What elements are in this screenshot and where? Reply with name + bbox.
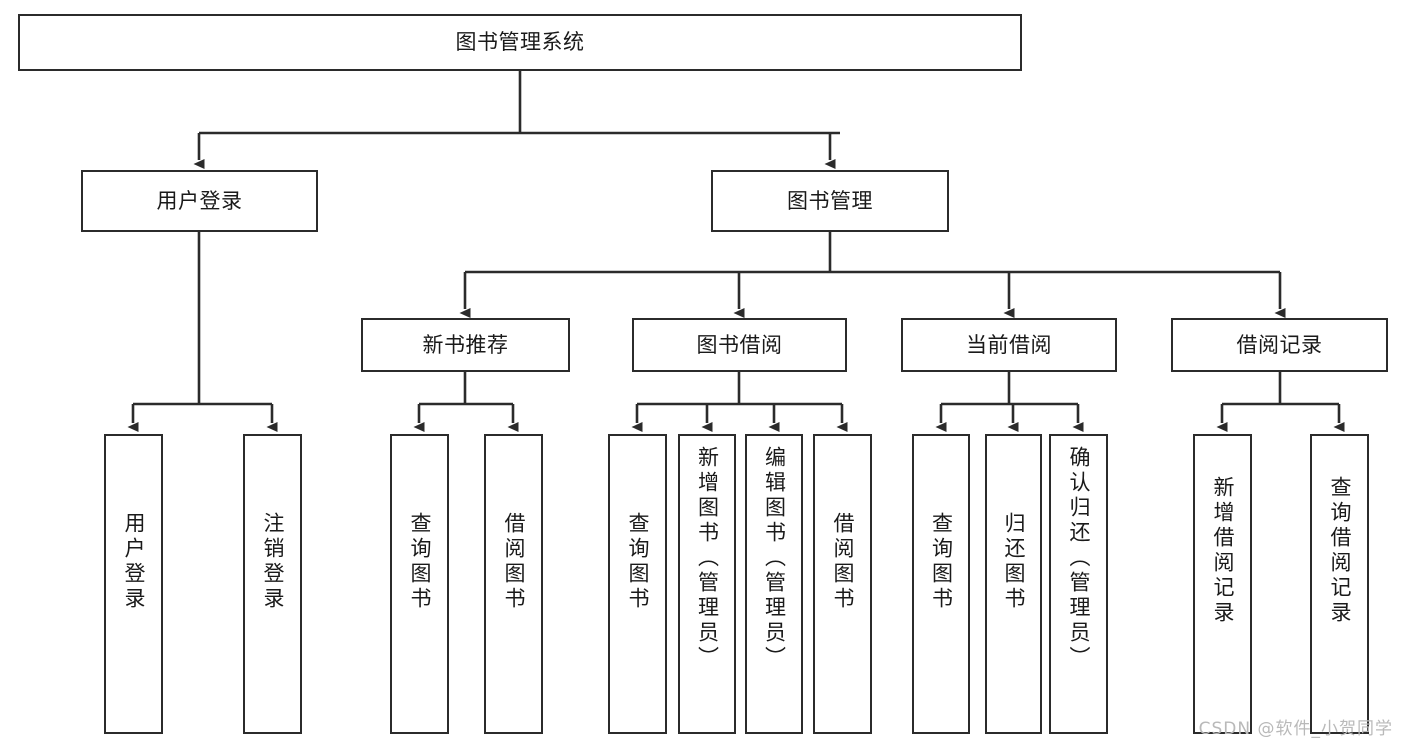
node-borrow-record-label: 借阅记录 [1236, 332, 1323, 357]
node-leaf-return-book[interactable]: 归还图书 [985, 434, 1042, 734]
node-borrow-record[interactable]: 借阅记录 [1171, 318, 1388, 372]
node-book-borrow-label: 图书借阅 [696, 332, 783, 357]
node-root-label: 图书管理系统 [455, 30, 585, 55]
node-leaf-add-record-label: 新增借阅记录 [1211, 476, 1235, 626]
node-leaf-borrow-book-1-label: 借阅图书 [502, 512, 526, 612]
node-leaf-edit-book-label: 编辑图书（管理员） [762, 446, 787, 671]
node-leaf-query-book-2[interactable]: 查询图书 [608, 434, 667, 734]
node-book-management[interactable]: 图书管理 [711, 170, 949, 232]
node-leaf-confirm-return-label: 确认归还（管理员） [1067, 446, 1091, 671]
node-leaf-borrow-book-2[interactable]: 借阅图书 [813, 434, 872, 734]
node-leaf-query-book-2-label: 查询图书 [626, 512, 650, 612]
node-leaf-return-book-label: 归还图书 [1002, 512, 1026, 612]
node-leaf-user-login[interactable]: 用户登录 [104, 434, 163, 734]
node-user-login-label: 用户登录 [156, 188, 243, 213]
node-current-borrow[interactable]: 当前借阅 [901, 318, 1117, 372]
node-leaf-add-record[interactable]: 新增借阅记录 [1193, 434, 1252, 734]
node-leaf-query-record[interactable]: 查询借阅记录 [1310, 434, 1369, 734]
node-user-login[interactable]: 用户登录 [81, 170, 318, 232]
node-leaf-user-logout[interactable]: 注销登录 [243, 434, 302, 734]
node-leaf-confirm-return[interactable]: 确认归还（管理员） [1049, 434, 1108, 734]
node-current-borrow-label: 当前借阅 [966, 332, 1052, 357]
node-leaf-edit-book[interactable]: 编辑图书（管理员） [745, 434, 803, 734]
node-leaf-query-record-label: 查询借阅记录 [1328, 476, 1352, 626]
node-leaf-borrow-book-2-label: 借阅图书 [831, 512, 855, 612]
node-new-book-recommend[interactable]: 新书推荐 [361, 318, 570, 372]
node-leaf-add-book-label: 新增图书（管理员） [695, 446, 720, 671]
node-leaf-query-book-3-label: 查询图书 [929, 512, 954, 612]
node-leaf-query-book-3[interactable]: 查询图书 [912, 434, 970, 734]
node-book-management-label: 图书管理 [787, 188, 873, 213]
node-leaf-query-book-1[interactable]: 查询图书 [390, 434, 449, 734]
node-leaf-add-book[interactable]: 新增图书（管理员） [678, 434, 736, 734]
node-new-book-recommend-label: 新书推荐 [422, 332, 509, 357]
node-leaf-borrow-book-1[interactable]: 借阅图书 [484, 434, 543, 734]
node-root[interactable]: 图书管理系统 [18, 14, 1022, 71]
node-book-borrow[interactable]: 图书借阅 [632, 318, 847, 372]
node-leaf-query-book-1-label: 查询图书 [408, 512, 432, 612]
node-leaf-user-logout-label: 注销登录 [261, 512, 285, 612]
node-leaf-user-login-label: 用户登录 [122, 512, 146, 612]
